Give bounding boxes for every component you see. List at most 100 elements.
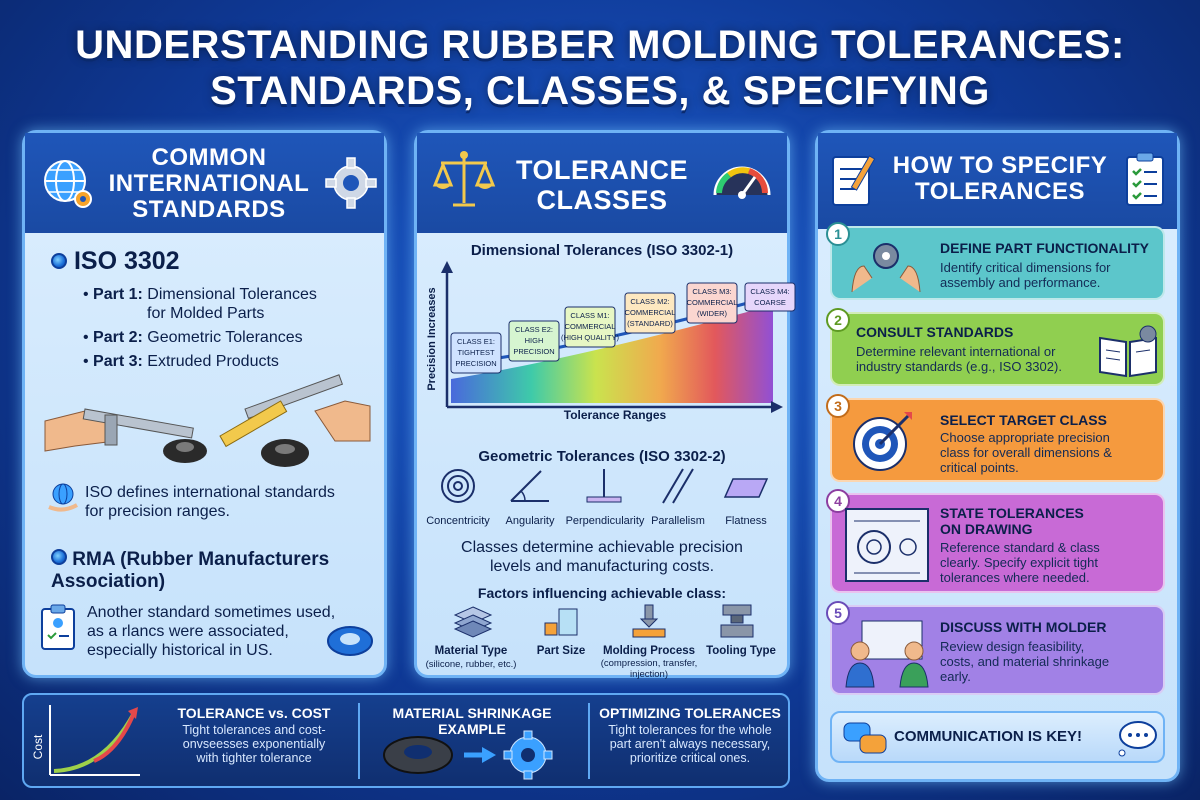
gear-icon [325, 157, 377, 209]
concentricity-icon [441, 469, 475, 503]
class-box-5: CLASS M3:COMMERCIAL(WIDER) [686, 282, 738, 324]
people-discussion-icon [845, 620, 929, 688]
class-box-label: PRECISION [513, 347, 554, 356]
class-box-label: CLASS M1: [570, 311, 609, 320]
class-box-label: CLASS E2: [515, 325, 553, 334]
open-book-icon [1099, 325, 1157, 378]
divider [358, 703, 360, 779]
class-box-label: CLASS E1: [457, 337, 495, 346]
factors-title: Factors influencing achievable class: [477, 585, 727, 601]
class-box-label: CLASS M3: [692, 287, 731, 296]
optimizing-tolerances-title: OPTIMIZING TOLERANCES [599, 705, 781, 721]
perpendicularity-icon [586, 469, 622, 503]
molding-press-icon [632, 604, 666, 638]
step-5-discuss-with-molder: 5 DISCUSS WITH MOLDER Review design feas… [826, 601, 1165, 695]
checklist-icon [1126, 152, 1164, 206]
communication-banner: COMMUNICATION IS KEY! [830, 711, 1165, 763]
standards-heading: COMMON INTERNATIONAL STANDARDS [108, 144, 310, 223]
step-title: SELECT TARGET CLASS [940, 412, 1107, 428]
factor-molding-process: Molding Process (compression, transfer, … [600, 645, 698, 680]
angularity-label: Angularity [505, 515, 555, 527]
iso-part-3: • Part 3: Extruded Products [83, 353, 279, 370]
step-title: DISCUSS WITH MOLDER [940, 619, 1107, 635]
factor-material: Material Type (silicone, rubber, etc.) [425, 645, 517, 670]
target-icon [853, 412, 912, 471]
bottom-info-strip: Cost TOLERANCE vs. COST Tight tolerances… [22, 693, 790, 788]
class-box-label: (HIGH QUALITY) [561, 333, 619, 342]
technical-drawing-icon [845, 508, 929, 582]
step-number: 1 [826, 222, 850, 246]
factor-tooling: Tooling Type [706, 645, 776, 657]
title-line-2: STANDARDS, CLASSES, & SPECIFYING [210, 69, 990, 113]
page-title: UNDERSTANDING RUBBER MOLDING TOLERANCES:… [0, 22, 1200, 114]
factor-part-size: Part Size [536, 645, 586, 657]
step-2-consult-standards: 2 CONSULT STANDARDS Determine relevant i… [826, 308, 1165, 386]
x-axis-label: Tolerance Ranges [564, 408, 667, 422]
cost-curve-icon: Cost [31, 705, 140, 776]
classes-note: Classes determine achievable precision l… [461, 539, 743, 575]
how-to-specify-panel: HOW TO SPECIFY TOLERANCES 1 DEFINE PART … [815, 130, 1180, 782]
concentricity-label: Concentricity [426, 515, 490, 527]
communication-text: COMMUNICATION IS KEY! [894, 728, 1083, 745]
rma-heading: RMA (Rubber Manufacturers Association) [51, 549, 330, 592]
tooling-icon [720, 604, 754, 638]
class-box-3: CLASS M1: COMMERCIAL (HIGH QUALITY) [561, 306, 619, 348]
flatness-icon [723, 478, 769, 498]
class-box-4: CLASS M2: COMMERCIAL (STANDARD) [624, 292, 676, 334]
speech-bubbles-icon [843, 722, 887, 754]
material-layers-icon [453, 606, 493, 638]
class-box-label: COMMERCIAL [565, 322, 616, 331]
class-box-label: CLASS M2: [630, 297, 669, 306]
globe-gear-icon [44, 160, 92, 208]
step-title: STATE TOLERANCES ON DRAWING [940, 505, 1084, 537]
iso-3302-heading: ISO 3302 [51, 249, 180, 274]
optimizing-tolerances-description: Tight tolerances for the whole part aren… [608, 723, 772, 765]
iso-part-1: • Part 1: Dimensional Tolerances for Mol… [83, 286, 317, 322]
cost-axis-label: Cost [31, 734, 45, 759]
step-number: 2 [826, 308, 850, 332]
bullet-icon [51, 549, 67, 565]
divider [588, 703, 590, 779]
iso-part-2: • Part 2: Geometric Tolerances [83, 329, 303, 346]
tolerance-classes-header: TOLERANCE CLASSES [417, 133, 787, 233]
class-box-label: COMMERCIAL [625, 308, 676, 317]
angularity-icon [510, 470, 549, 502]
step-description: Review design feasibility, costs, and ma… [940, 639, 1110, 684]
hands-gear-icon [851, 243, 921, 293]
title-line-1: UNDERSTANDING RUBBER MOLDING TOLERANCES: [75, 23, 1125, 67]
tolerance-classes-heading: TOLERANCE CLASSES [515, 155, 688, 215]
thought-bubble-icon [1118, 721, 1157, 757]
bullet-icon [51, 253, 67, 269]
dimensional-tolerances-title: Dimensional Tolerances (ISO 3302-1) [470, 242, 734, 259]
caliper-measuring-illustration [44, 374, 371, 467]
parallelism-label: Parallelism [651, 515, 705, 527]
rma-description: Another standard sometimes used, as a rl… [87, 604, 336, 659]
tolerance-cost-description: Tight tolerances and cost- onvseesses ex… [182, 723, 326, 765]
class-box-6: CLASS M4:COARSE [744, 282, 796, 312]
shrinkage-ring-to-gear-icon [383, 730, 553, 780]
gauge-icon [713, 166, 771, 199]
step-number: 5 [826, 601, 850, 625]
geometric-tolerances-title: Geometric Tolerances (ISO 3302-2) [478, 448, 726, 465]
iso-note: ISO defines international standards for … [85, 484, 335, 520]
step-description: Choose appropriate precision class for o… [940, 430, 1112, 475]
perpendicularity-label: Perpendicularity [565, 515, 645, 527]
class-box-1: CLASS E1: TIGHTEST PRECISION [450, 332, 502, 374]
how-to-specify-header: HOW TO SPECIFY TOLERANCES [818, 133, 1177, 229]
step-1-define-functionality: 1 DEFINE PART FUNCTIONALITY Identify cri… [826, 222, 1165, 300]
tolerance-cost-title: TOLERANCE vs. COST [177, 705, 331, 721]
class-box-label: PRECISION [455, 359, 496, 368]
step-description: Identify critical dimensions for assembl… [940, 260, 1111, 290]
class-box-label: TIGHTEST [457, 348, 495, 357]
globe-hand-icon [48, 483, 78, 512]
class-box-label: (STANDARD) [627, 319, 673, 328]
rubber-ring-icon [327, 626, 373, 656]
part-size-icon [544, 608, 578, 636]
step-title: DEFINE PART FUNCTIONALITY [940, 240, 1149, 256]
standards-panel: COMMON INTERNATIONAL STANDARDS ISO 3302 … [22, 130, 387, 678]
clipboard-gear-icon [41, 604, 75, 650]
step-3-select-target-class: 3 SELECT TARGET CLASS Choose appropriate… [826, 394, 1165, 482]
step-description: Determine relevant international or indu… [856, 344, 1062, 374]
